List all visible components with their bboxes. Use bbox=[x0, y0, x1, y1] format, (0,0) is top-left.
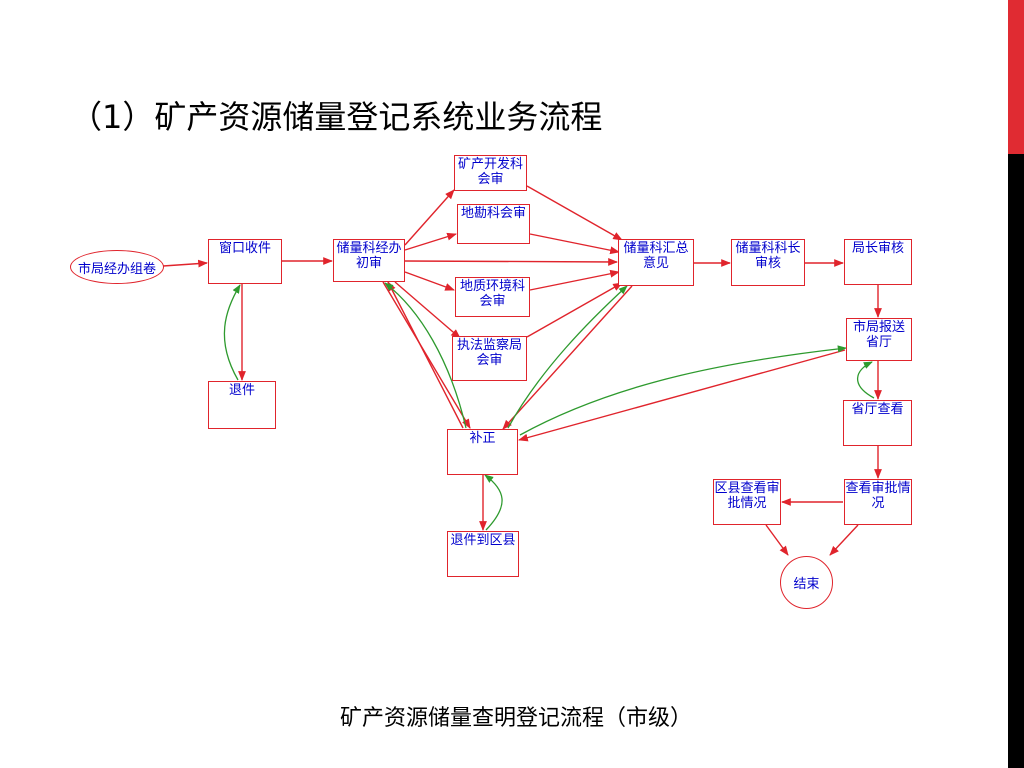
arrow-county-end bbox=[765, 524, 789, 556]
arrow-report-supplement bbox=[518, 349, 846, 442]
node-enforcement-review: 执法监察局会审 bbox=[452, 336, 527, 381]
accent-bar-black bbox=[1008, 154, 1024, 768]
arrow-initial-geoenv bbox=[404, 271, 455, 291]
figure-caption: 矿产资源储量查明登记流程（市级） bbox=[340, 706, 693, 731]
arrow-province-report-green bbox=[856, 361, 875, 399]
arrow-start-window bbox=[162, 259, 208, 268]
arrow-supplement-summary-green bbox=[507, 285, 628, 429]
arrow-initial-survey bbox=[404, 232, 457, 251]
node-view-approval: 查看审批情况 bbox=[844, 479, 912, 525]
node-mining-review: 矿产开发科会审 bbox=[454, 155, 527, 191]
arrow-geoenv-summary bbox=[529, 269, 620, 291]
node-supplement: 补正 bbox=[447, 429, 518, 475]
node-window-receipt: 窗口收件 bbox=[208, 239, 282, 284]
arrow-initial-supplement bbox=[382, 281, 471, 429]
arrow-supplement-initial bbox=[387, 281, 464, 429]
node-survey-review: 地勘科会审 bbox=[457, 204, 530, 244]
arrow-supplement-report-green bbox=[519, 345, 847, 436]
node-report-province: 市局报送省厅 bbox=[846, 318, 912, 361]
node-initial-review: 储量科经办初审 bbox=[333, 239, 405, 282]
arrow-view-end bbox=[829, 524, 859, 556]
node-return-county: 退件到区县 bbox=[447, 531, 519, 577]
arrow-supplement-initial-green bbox=[384, 282, 467, 429]
arrow-mining-summary bbox=[526, 185, 623, 241]
arrow-initial-summary bbox=[404, 258, 618, 266]
accent-bar-red bbox=[1008, 0, 1024, 154]
arrow-returncounty-supplement-green bbox=[484, 474, 503, 531]
node-summary: 储量科汇总意见 bbox=[618, 239, 694, 286]
arrow-summary-supplement bbox=[502, 285, 633, 430]
node-geoenv-review: 地质环境科会审 bbox=[455, 277, 530, 317]
node-chief-review: 储量科科长审核 bbox=[731, 239, 805, 286]
node-start: 市局经办组卷 bbox=[70, 250, 164, 284]
arrow-initial-mining bbox=[404, 189, 455, 246]
node-director-review: 局长审核 bbox=[844, 239, 912, 285]
node-county-view: 区县查看审批情况 bbox=[713, 479, 781, 525]
slide-title: （1）矿产资源储量登记系统业务流程 bbox=[70, 98, 603, 136]
arrow-return-window bbox=[223, 284, 241, 381]
arrow-initial-enforcement bbox=[394, 281, 461, 339]
arrow-enforcement-summary bbox=[526, 282, 623, 338]
node-province-view: 省厅查看 bbox=[843, 400, 912, 446]
node-end: 结束 bbox=[780, 556, 833, 609]
node-return: 退件 bbox=[208, 381, 276, 429]
arrow-survey-summary bbox=[529, 233, 620, 255]
